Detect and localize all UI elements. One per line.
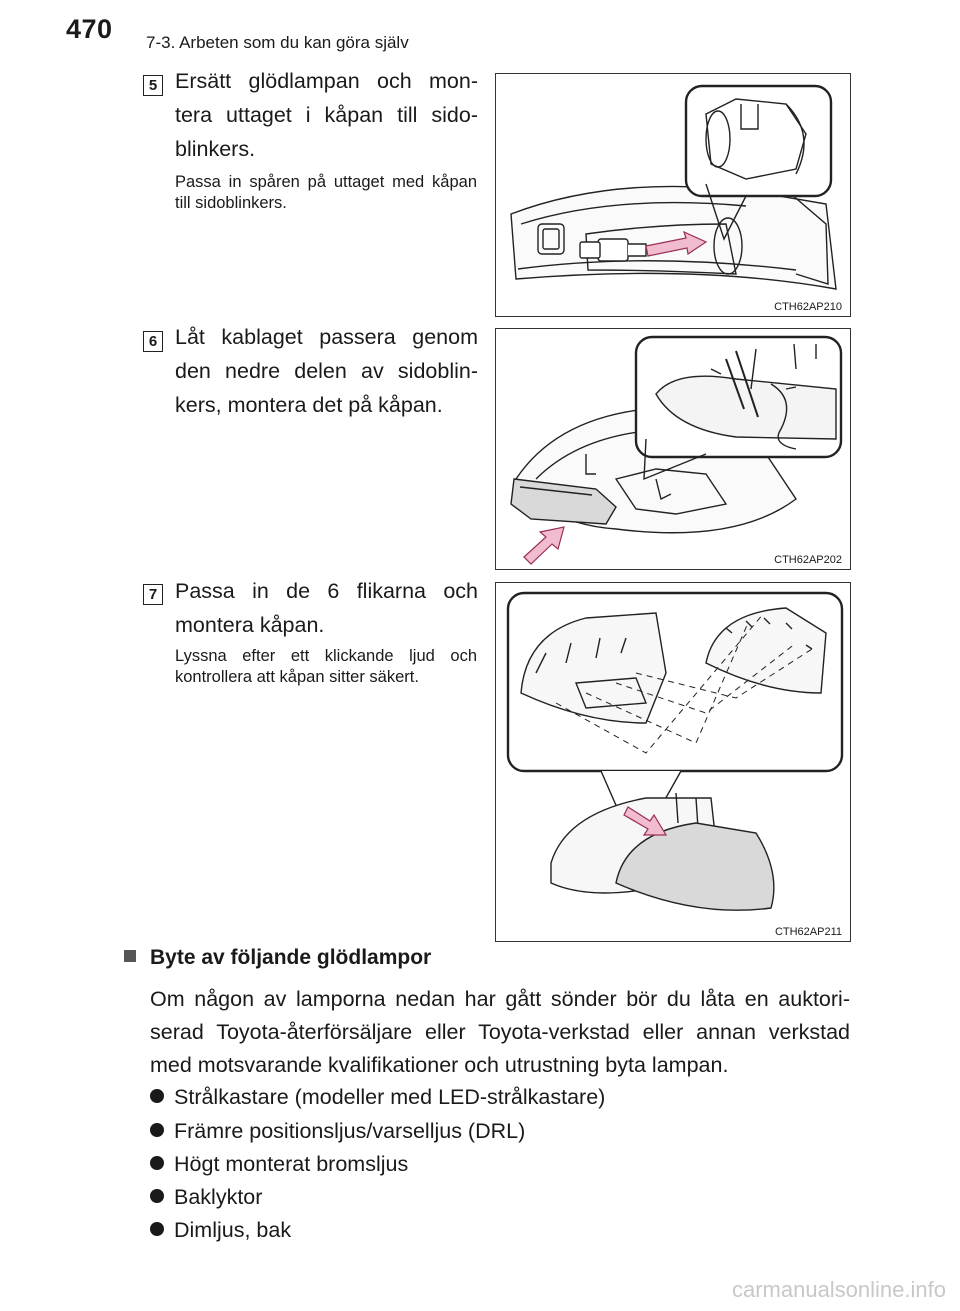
list-item-text: Strålkastare (modeller med LED-strålkast…	[174, 1085, 606, 1109]
bullet-icon	[150, 1222, 164, 1236]
watermark: carmanualsonline.info	[731, 1277, 946, 1302]
figure-cable-routing: CTH62AP202	[495, 328, 851, 570]
bulb-socket-illustration	[510, 84, 837, 290]
arrow-icon	[645, 230, 708, 257]
figure-code: CTH62AP202	[772, 554, 844, 566]
list-item-text: Baklyktor	[174, 1185, 263, 1209]
list-item-text: Främre positionsljus/varselljus (DRL)	[174, 1119, 526, 1143]
cover-tabs-illustration	[506, 591, 844, 911]
figure-bulb-socket: CTH62AP210	[495, 73, 851, 317]
section-paragraph: Om någon av lamporna nedan har gått sönd…	[150, 987, 850, 1077]
step-number-7: 7	[143, 584, 163, 605]
list-item: Strålkastare (modeller med LED-strålkast…	[150, 1085, 605, 1110]
chapter-title: 7-3. Arbeten som du kan göra själv	[146, 33, 409, 52]
list-item: Högt monterat bromsljus	[150, 1152, 408, 1177]
step-7-note: Lyssna efter ett klickande ljud och kont…	[175, 647, 477, 686]
step-5-instruction: Ersätt glödlampan och mon-tera uttaget i…	[175, 69, 478, 161]
list-item: Främre positionsljus/varselljus (DRL)	[150, 1119, 525, 1144]
bullet-icon	[150, 1189, 164, 1203]
step-5-note: Passa in spåren på uttaget med kåpan til…	[175, 173, 477, 212]
figure-code: CTH62AP211	[772, 926, 844, 938]
list-item: Dimljus, bak	[150, 1218, 291, 1243]
arrow-icon	[523, 526, 565, 565]
section-title: Byte av följande glödlampor	[150, 946, 432, 969]
bullet-icon	[150, 1123, 164, 1137]
figure-code: CTH62AP210	[772, 301, 844, 313]
step-7-instruction: Passa in de 6 flikarna och montera kåpan…	[175, 579, 478, 637]
list-item-text: Dimljus, bak	[174, 1218, 292, 1242]
cable-routing-illustration	[510, 335, 843, 565]
step-number-5: 5	[143, 75, 163, 96]
bullet-icon	[150, 1089, 164, 1103]
bullet-icon	[150, 1156, 164, 1170]
step-number-6: 6	[143, 331, 163, 352]
figure-cover-tabs: CTH62AP211	[495, 582, 851, 942]
list-item: Baklyktor	[150, 1185, 262, 1210]
section-heading: Byte av följande glödlampor	[124, 946, 431, 970]
page-number: 470	[66, 14, 113, 44]
list-item-text: Högt monterat bromsljus	[174, 1152, 409, 1176]
arrow-icon	[623, 806, 668, 836]
step-6-instruction: Låt kablaget passera genom den nedre del…	[175, 325, 478, 417]
square-bullet-icon	[124, 950, 136, 962]
